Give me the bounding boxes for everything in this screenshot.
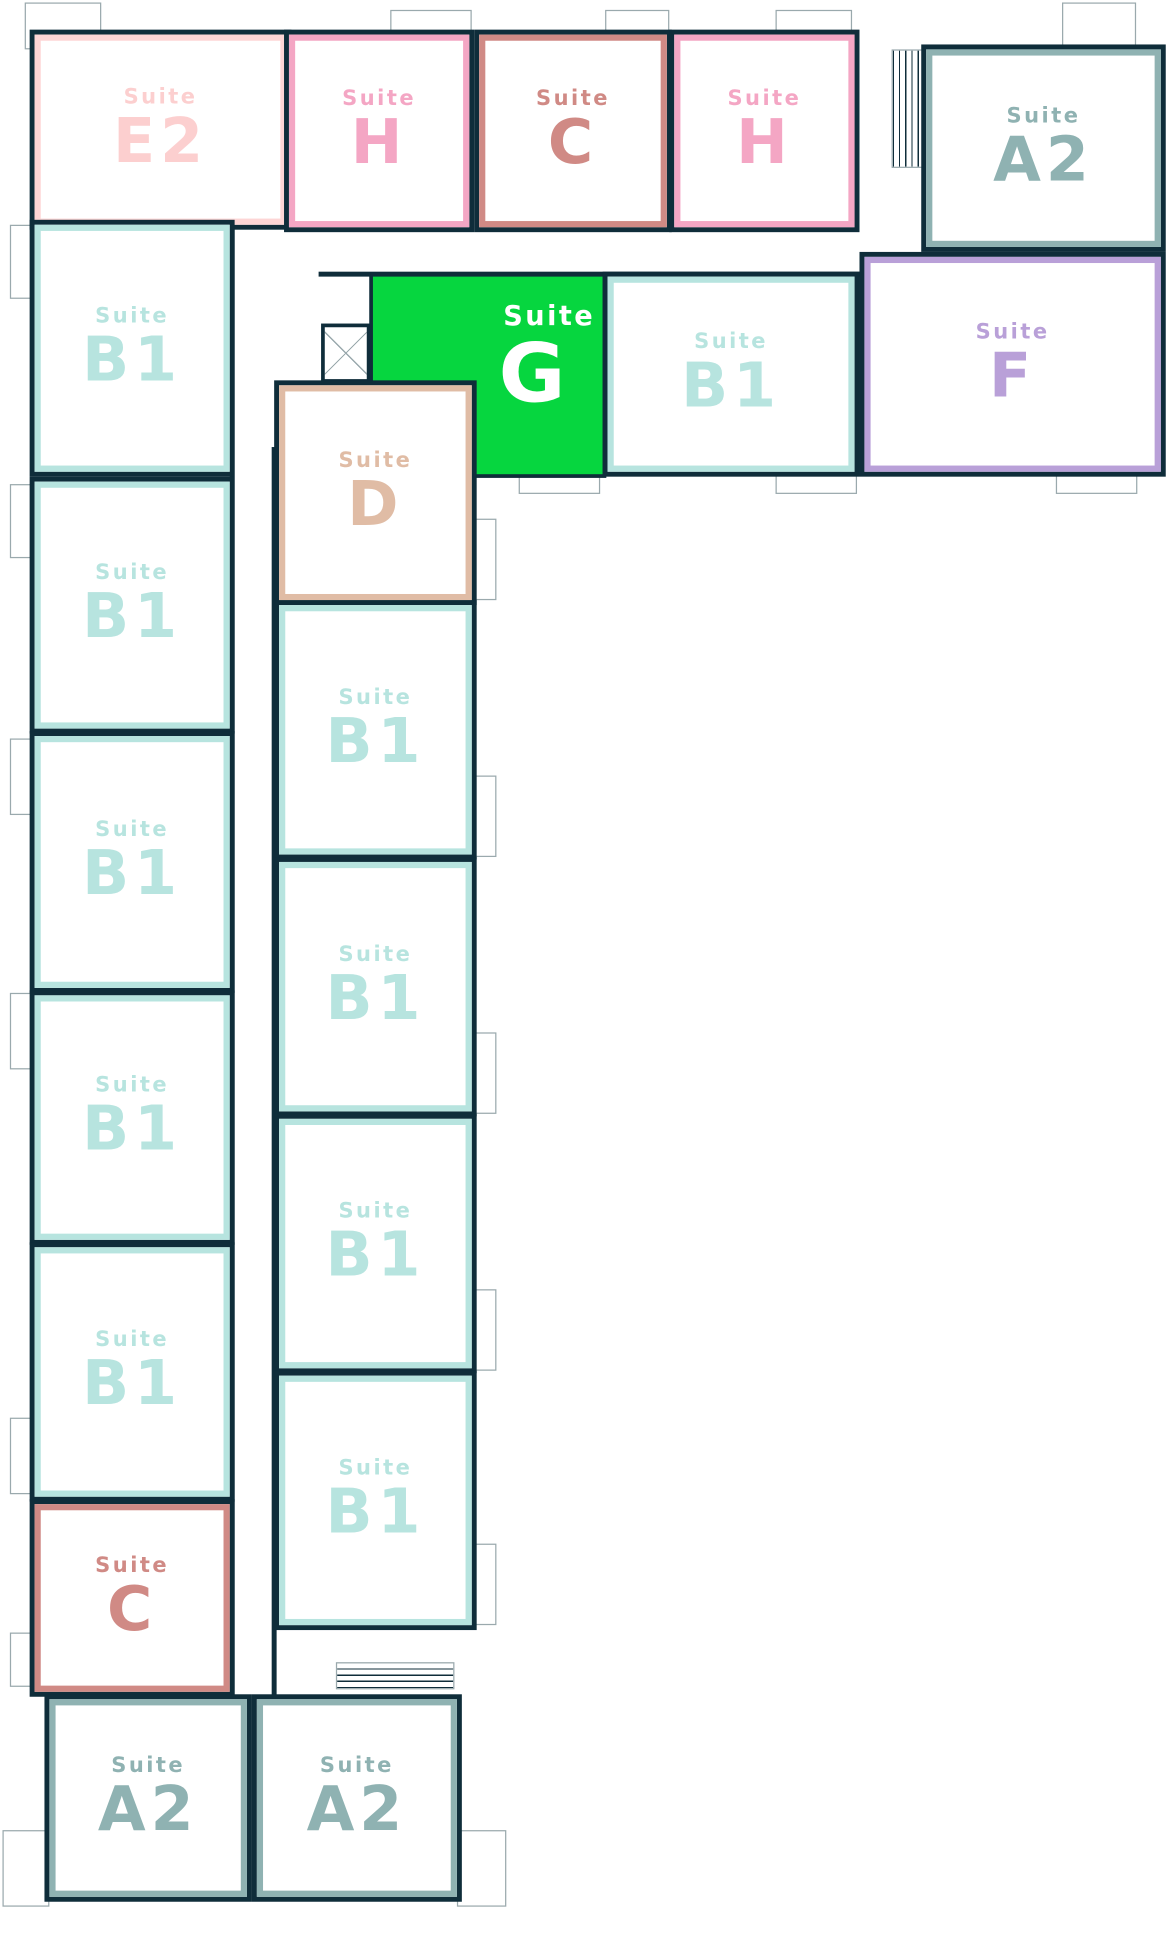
suite-id: H: [736, 106, 793, 178]
suite-label: Suite: [536, 86, 610, 112]
suite-label: Suite: [95, 817, 170, 843]
suite-c[interactable]: Suite C: [34, 1504, 230, 1692]
suite-id: B1: [82, 837, 183, 909]
suite-label: Suite: [727, 86, 802, 112]
suite-id: D: [347, 468, 404, 540]
suite-id: H: [350, 106, 408, 178]
suite-id: A2: [993, 123, 1094, 196]
suite-id: B1: [82, 323, 183, 396]
suite-label: Suite: [123, 85, 198, 110]
suite-label: Suite: [338, 942, 413, 967]
balcony: [1062, 2, 1137, 50]
suite-id: B1: [82, 1347, 183, 1419]
suite-id: C: [547, 106, 599, 178]
suite-b1[interactable]: Suite B1: [279, 1118, 472, 1369]
suite-id: B1: [82, 580, 183, 653]
suite-label: Suite: [95, 560, 170, 586]
suite-b1[interactable]: Suite B1: [34, 481, 230, 729]
suite-b1[interactable]: Suite B1: [34, 995, 230, 1240]
suite-label: Suite: [319, 1753, 394, 1779]
suite-id: A2: [306, 1773, 408, 1845]
suite-label: Suite: [95, 303, 170, 329]
suite-label: Suite: [338, 1199, 413, 1224]
suite-b1[interactable]: Suite B1: [34, 1247, 230, 1497]
balcony: [2, 1830, 50, 1907]
elevator: [321, 323, 371, 383]
suite-a2[interactable]: Suite A2: [256, 1699, 457, 1897]
balcony: [456, 1830, 507, 1907]
suite-label: Suite: [95, 1327, 170, 1353]
suite-id: A2: [97, 1773, 199, 1845]
suite-label: Suite: [503, 301, 596, 333]
suite-id: C: [106, 1573, 158, 1645]
suite-c[interactable]: Suite C: [479, 34, 667, 228]
suite-b1[interactable]: Suite B1: [279, 1375, 472, 1626]
suite-id: B1: [325, 1218, 426, 1291]
suite-b1[interactable]: Suite B1: [607, 276, 855, 472]
suite-a2[interactable]: Suite A2: [926, 49, 1161, 247]
corridor-wall: [229, 224, 235, 1729]
suite-id: F: [989, 339, 1037, 412]
suite-label: Suite: [338, 685, 413, 711]
suite-b1[interactable]: Suite B1: [279, 861, 472, 1112]
suite-b1[interactable]: Suite B1: [34, 736, 230, 988]
suite-label: Suite: [1006, 103, 1081, 129]
suite-h[interactable]: Suite H: [288, 34, 470, 228]
suite-label: Suite: [975, 319, 1050, 345]
stairwell: [335, 1662, 455, 1690]
suite-b1[interactable]: Suite B1: [279, 605, 472, 855]
suite-h[interactable]: Suite H: [674, 34, 855, 228]
suite-e2[interactable]: Suite E2: [34, 34, 287, 225]
suite-label: Suite: [95, 1553, 170, 1579]
suite-label: Suite: [111, 1753, 186, 1779]
suite-id: G: [498, 326, 571, 422]
suite-b1[interactable]: Suite B1: [34, 224, 230, 472]
suite-label: Suite: [694, 329, 769, 355]
suite-label: Suite: [95, 1073, 170, 1098]
suite-label: Suite: [338, 448, 413, 473]
suite-id: B1: [82, 1092, 183, 1165]
suite-id: B1: [325, 1475, 426, 1548]
suite-id: B1: [681, 349, 782, 422]
corridor-wall: [271, 447, 277, 1707]
suite-label: Suite: [342, 86, 417, 112]
suite-id: B1: [325, 961, 426, 1034]
stairwell: [891, 49, 924, 168]
suite-label: Suite: [338, 1455, 413, 1481]
suite-id: B1: [325, 705, 426, 777]
suite-a2[interactable]: Suite A2: [49, 1699, 247, 1897]
corridor-wall: [318, 271, 932, 277]
suite-f[interactable]: Suite F: [864, 256, 1161, 472]
suite-d[interactable]: Suite D: [279, 385, 472, 601]
suite-id: E2: [113, 104, 209, 177]
